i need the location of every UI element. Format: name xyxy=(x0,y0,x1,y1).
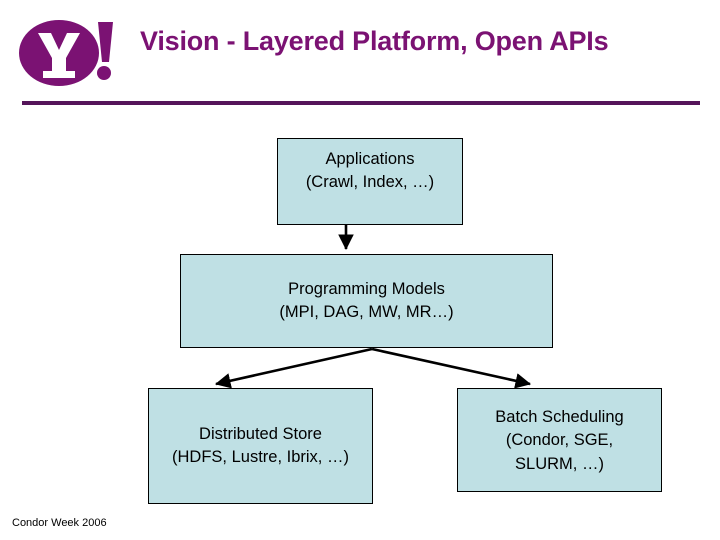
diagram-box-programming-models[interactable]: Programming Models (MPI, DAG, MW, MR…) xyxy=(180,254,553,348)
yahoo-logo-icon xyxy=(18,10,118,92)
diagram-box-distributed-store[interactable]: Distributed Store (HDFS, Lustre, Ibrix, … xyxy=(148,388,373,504)
diagram-box-batch-scheduling[interactable]: Batch Scheduling (Condor, SGE, SLURM, …) xyxy=(457,388,662,492)
title-divider xyxy=(22,101,700,105)
diagram-box-applications[interactable]: Applications (Crawl, Index, …) xyxy=(277,138,463,225)
arrow-programming-models-to-batch-scheduling xyxy=(371,347,532,389)
arrow-programming-models-to-distributed-store xyxy=(214,347,373,389)
slide-title: Vision - Layered Platform, Open APIs xyxy=(140,26,609,56)
slide-footer-note: Condor Week 2006 xyxy=(12,517,107,529)
